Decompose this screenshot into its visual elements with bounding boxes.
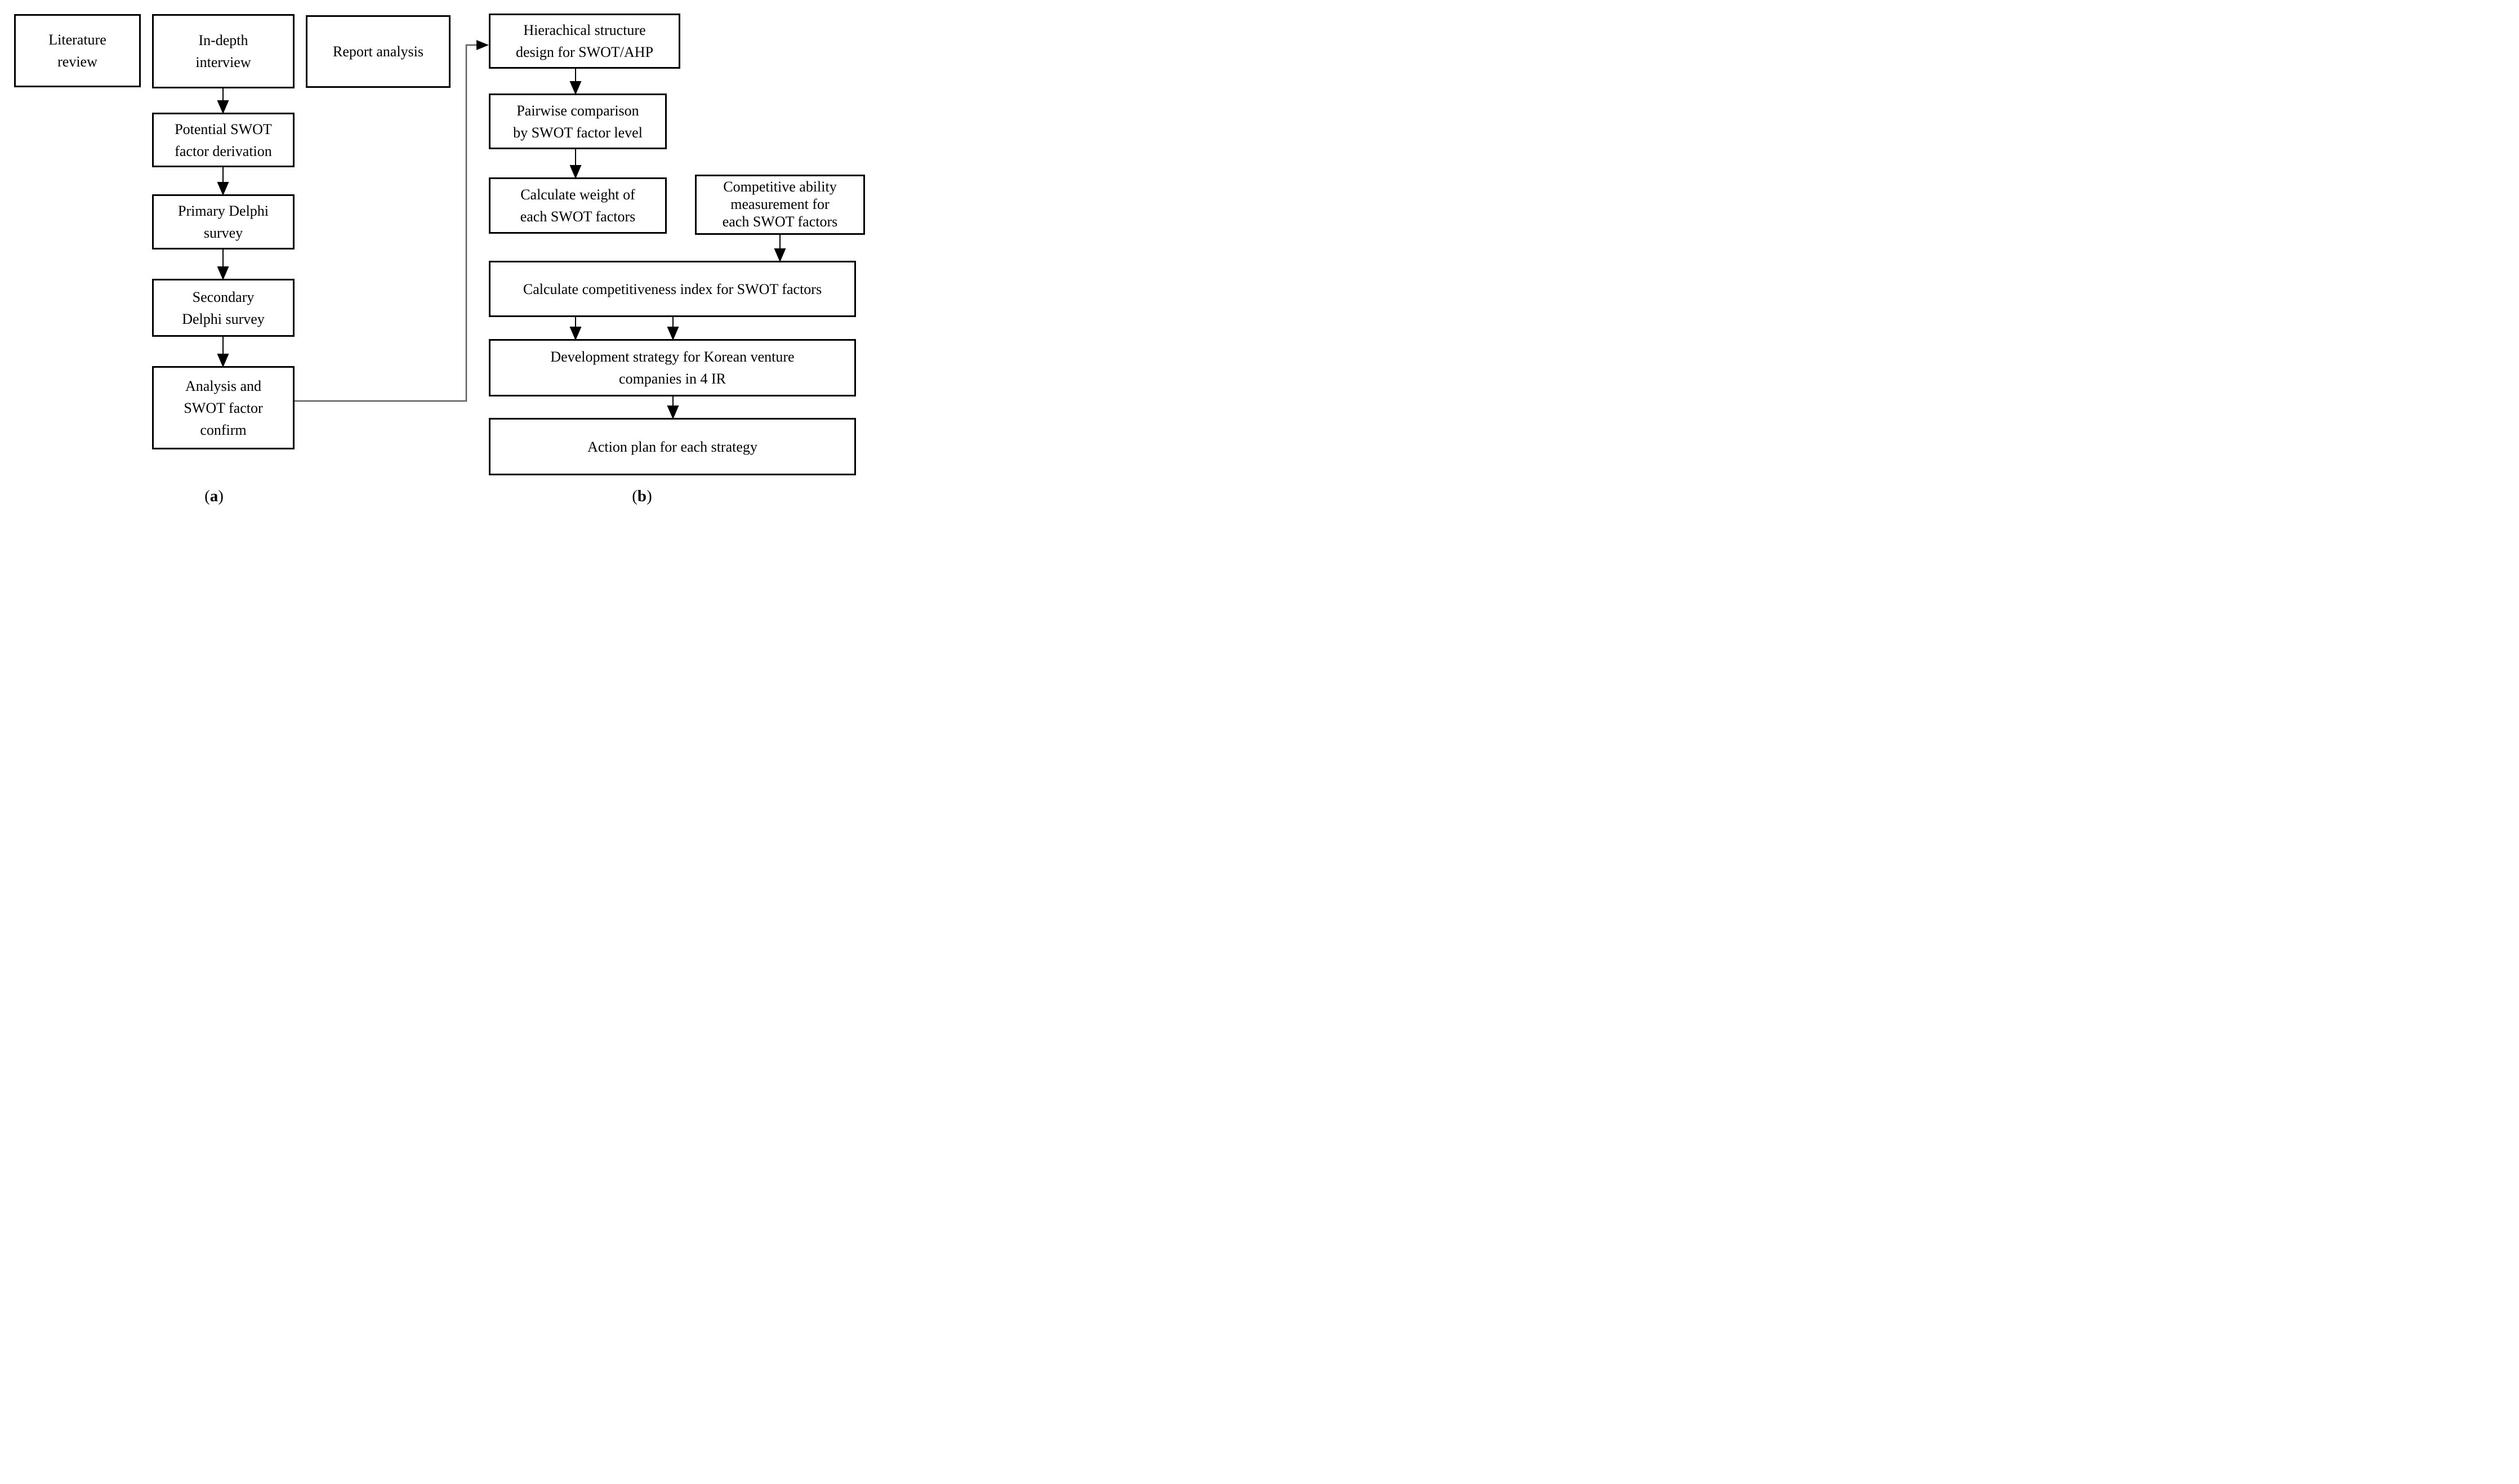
panel-a-paren-open: (: [204, 487, 210, 505]
flow-box-in-depth-interview: In-depth interview: [152, 14, 295, 88]
flow-box-label: Literature review: [48, 32, 106, 70]
flow-box-hierarchical-structure-design: Hierachical structure design for SWOT/AH…: [489, 14, 680, 69]
arrow-indepth-to-potential-head-icon: [217, 100, 229, 114]
arrow-devstrategy-to-actionplan-head-icon: [667, 405, 679, 420]
flow-box-label: Competitive ability measurement for each…: [722, 179, 838, 230]
panel-b-paren-open: (: [632, 487, 637, 505]
flow-box-label: In-depth interview: [195, 32, 251, 70]
arrow-potential-to-primary-head-icon: [217, 182, 229, 196]
panel-b-label: (b): [608, 485, 676, 507]
flow-box-label: Development strategy for Korean venture …: [550, 349, 795, 387]
flow-box-competitive-ability-measurement: Competitive ability measurement for each…: [695, 175, 865, 235]
flow-box-label: Action plan for each strategy: [587, 438, 757, 455]
flow-box-development-strategy: Development strategy for Korean venture …: [489, 339, 856, 396]
flow-box-potential-swot-factor-derivation: Potential SWOT factor derivation: [152, 113, 295, 167]
flow-box-label: Hierachical structure design for SWOT/AH…: [515, 22, 654, 60]
flow-box-label: Potential SWOT factor derivation: [175, 121, 272, 159]
arrow-competitive-to-calcindex-head-icon: [774, 248, 786, 262]
flow-box-secondary-delphi-survey: Secondary Delphi survey: [152, 279, 295, 337]
arrow-calcindex-to-devstrategy-left-head-icon: [569, 327, 582, 341]
flow-box-analysis-and-swot-factor-confirm: Analysis and SWOT factor confirm: [152, 366, 295, 449]
flowchart-figure: Literature review In-depth interview Rep…: [0, 0, 871, 513]
arrow-calcindex-to-devstrategy-right-head-icon: [667, 327, 679, 341]
flow-box-label: Calculate competitiveness index for SWOT…: [523, 280, 822, 297]
arrow-pairwise-to-calcweight-head-icon: [569, 165, 582, 179]
connector-analysis-to-hierarchical-line: [295, 44, 477, 402]
flow-box-calculate-competitiveness-index: Calculate competitiveness index for SWOT…: [489, 261, 856, 317]
panel-a-paren-close: ): [218, 487, 224, 505]
flow-box-label: Report analysis: [332, 43, 424, 60]
panel-a-label: (a): [180, 485, 248, 507]
panel-b-paren-close: ): [647, 487, 652, 505]
arrow-hierarchical-to-pairwise-head-icon: [569, 81, 582, 95]
flow-box-label: Secondary Delphi survey: [182, 288, 265, 327]
flow-box-label: Primary Delphi survey: [177, 203, 269, 241]
flow-box-calculate-weight: Calculate weight of each SWOT factors: [489, 177, 667, 234]
flow-box-action-plan: Action plan for each strategy: [489, 418, 856, 475]
flow-box-label: Analysis and SWOT factor confirm: [184, 377, 263, 438]
flow-box-label: Pairwise comparison by SWOT factor level: [513, 102, 643, 141]
arrow-secondary-to-analysis-head-icon: [217, 354, 229, 368]
flow-box-label: Calculate weight of each SWOT factors: [520, 186, 636, 225]
flow-box-primary-delphi-survey: Primary Delphi survey: [152, 194, 295, 249]
arrow-primary-to-secondary-head-icon: [217, 266, 229, 280]
flow-box-report-analysis: Report analysis: [306, 15, 451, 88]
panel-a-letter: a: [209, 487, 219, 505]
arrows-layer: [217, 40, 786, 420]
flow-box-pairwise-comparison: Pairwise comparison by SWOT factor level: [489, 93, 667, 149]
connector-analysis-to-hierarchical-arrowhead-icon: [476, 40, 489, 50]
panel-b-letter: b: [637, 487, 647, 505]
flow-box-literature-review: Literature review: [14, 14, 141, 87]
